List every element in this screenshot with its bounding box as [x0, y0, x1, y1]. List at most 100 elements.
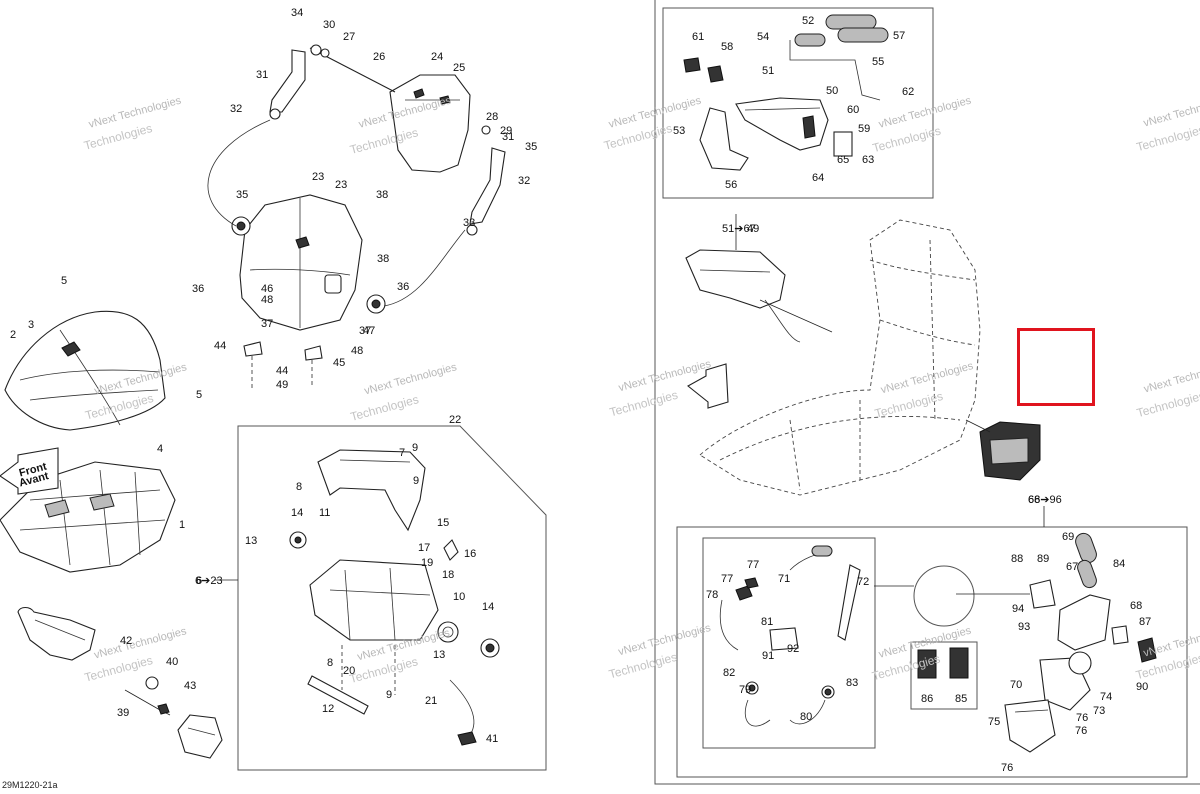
callout-number: 48: [351, 345, 363, 357]
callout-number: 49: [276, 379, 288, 391]
callout-number: 59: [858, 123, 870, 135]
lower-left-parts: [17, 606, 223, 759]
callout-number: 47: [363, 325, 375, 337]
callout-number: 86: [921, 693, 933, 705]
subframe: [289, 449, 500, 746]
callout-layer: 1234556788999101112131314141516171819202…: [0, 0, 1151, 774]
callout-number: 5: [61, 275, 67, 287]
callout-number: 14: [482, 601, 494, 613]
callout-number: 12: [322, 703, 334, 715]
callout-number: 7: [399, 447, 405, 459]
box-subframe: [237, 425, 547, 771]
callout-number: 82: [723, 667, 735, 679]
callout-number: 26: [373, 51, 385, 63]
storage-bag: [979, 421, 1041, 481]
callout-number: 36: [397, 281, 409, 293]
callout-number: 80: [800, 711, 812, 723]
callout-number: 60: [847, 104, 859, 116]
callout-number: 42: [120, 635, 132, 647]
range-label-left: 6➔23: [195, 575, 223, 587]
callout-number: 72: [857, 576, 869, 588]
callout-number: 57: [893, 30, 905, 42]
box-bottom-right: [676, 526, 1188, 778]
callout-number: 39: [117, 707, 129, 719]
callout-number: 38: [377, 253, 389, 265]
callout-number: 68: [1130, 600, 1142, 612]
callout-number: 11: [319, 507, 330, 519]
callout-number: 56: [725, 179, 737, 191]
callout-number: 64: [812, 172, 824, 184]
svg-text:vNext Technologies: vNext Technologies: [363, 361, 459, 397]
callout-number: 74: [1100, 691, 1112, 703]
callout-number: 1: [179, 519, 185, 531]
callout-number: 21: [425, 695, 437, 707]
right-handle-mount: [685, 249, 801, 343]
callout-number: 52: [802, 15, 814, 27]
callout-number: 14: [291, 507, 303, 519]
box-decals: [910, 641, 978, 710]
callout-number: 15: [437, 517, 449, 529]
right-bracket: [466, 125, 506, 236]
callout-number: 67: [1066, 561, 1078, 573]
callout-number: 22: [449, 414, 461, 426]
callout-number: 8: [327, 657, 333, 669]
svg-text:vNext Technologies: vNext Technologies: [877, 94, 973, 130]
callout-number: 88: [1011, 553, 1023, 565]
callout-number: 85: [955, 693, 967, 705]
callout-number: 31: [502, 131, 514, 143]
svg-text:Technologies: Technologies: [83, 653, 154, 685]
backrest-upper: [389, 74, 471, 173]
svg-text:Technologies: Technologies: [608, 388, 679, 420]
grip-parts: [683, 14, 889, 101]
callout-number: 9: [386, 689, 392, 701]
callout-number: 53: [673, 125, 685, 137]
callout-number: 44: [214, 340, 226, 352]
callout-number: 32: [518, 175, 530, 187]
box-cable-kit: [702, 537, 876, 749]
callout-number: 20: [343, 665, 355, 677]
callout-number: 71: [778, 573, 790, 585]
callout-number: 6: [196, 575, 202, 587]
callout-number: 31: [256, 69, 268, 81]
callout-number: 93: [1018, 621, 1030, 633]
front-arrow: [0, 447, 59, 495]
leader-curve-right: [383, 229, 466, 307]
callout-number: 33: [463, 217, 475, 229]
callout-number: 89: [1037, 553, 1049, 565]
handle-assembly: [699, 97, 853, 171]
left-seat: [4, 310, 166, 431]
callout-number: 76: [1001, 762, 1013, 774]
callout-number: 96: [0, 0, 12, 3]
callout-number: 94: [1012, 603, 1024, 615]
callout-number: 16: [464, 548, 476, 560]
leader-curve-left: [207, 119, 271, 227]
front-arrow-right: [687, 363, 729, 409]
callout-number: 40: [166, 656, 178, 668]
callout-number: 61: [692, 31, 704, 43]
cable-kit: [719, 545, 861, 727]
callout-number: 51: [762, 65, 774, 77]
callout-number: 92: [787, 643, 799, 655]
callout-number: 91: [762, 650, 774, 662]
callout-number: 2: [10, 329, 16, 341]
detail-circle: [913, 565, 975, 627]
callout-number: 23: [335, 179, 347, 191]
callout-number: 54: [757, 31, 769, 43]
callout-number: 46: [261, 283, 273, 295]
callout-number: 63: [862, 154, 874, 166]
callout-number: 29: [500, 125, 512, 137]
svg-text:Technologies: Technologies: [349, 392, 420, 424]
callout-number: 32: [230, 103, 242, 115]
callout-number: 58: [721, 41, 733, 53]
callout-number: 87: [1139, 616, 1151, 628]
svg-text:Technologies: Technologies: [607, 650, 678, 682]
callout-number: 81: [761, 616, 773, 628]
callout-number: 44: [276, 365, 288, 377]
callout-number: 9: [412, 442, 418, 454]
drawing-code: 29M1220-21a: [2, 780, 58, 790]
callout-number: 28: [486, 111, 498, 123]
callout-number: 65: [837, 154, 849, 166]
callout-number: 27: [343, 31, 355, 43]
callout-number: 76: [1076, 712, 1088, 724]
